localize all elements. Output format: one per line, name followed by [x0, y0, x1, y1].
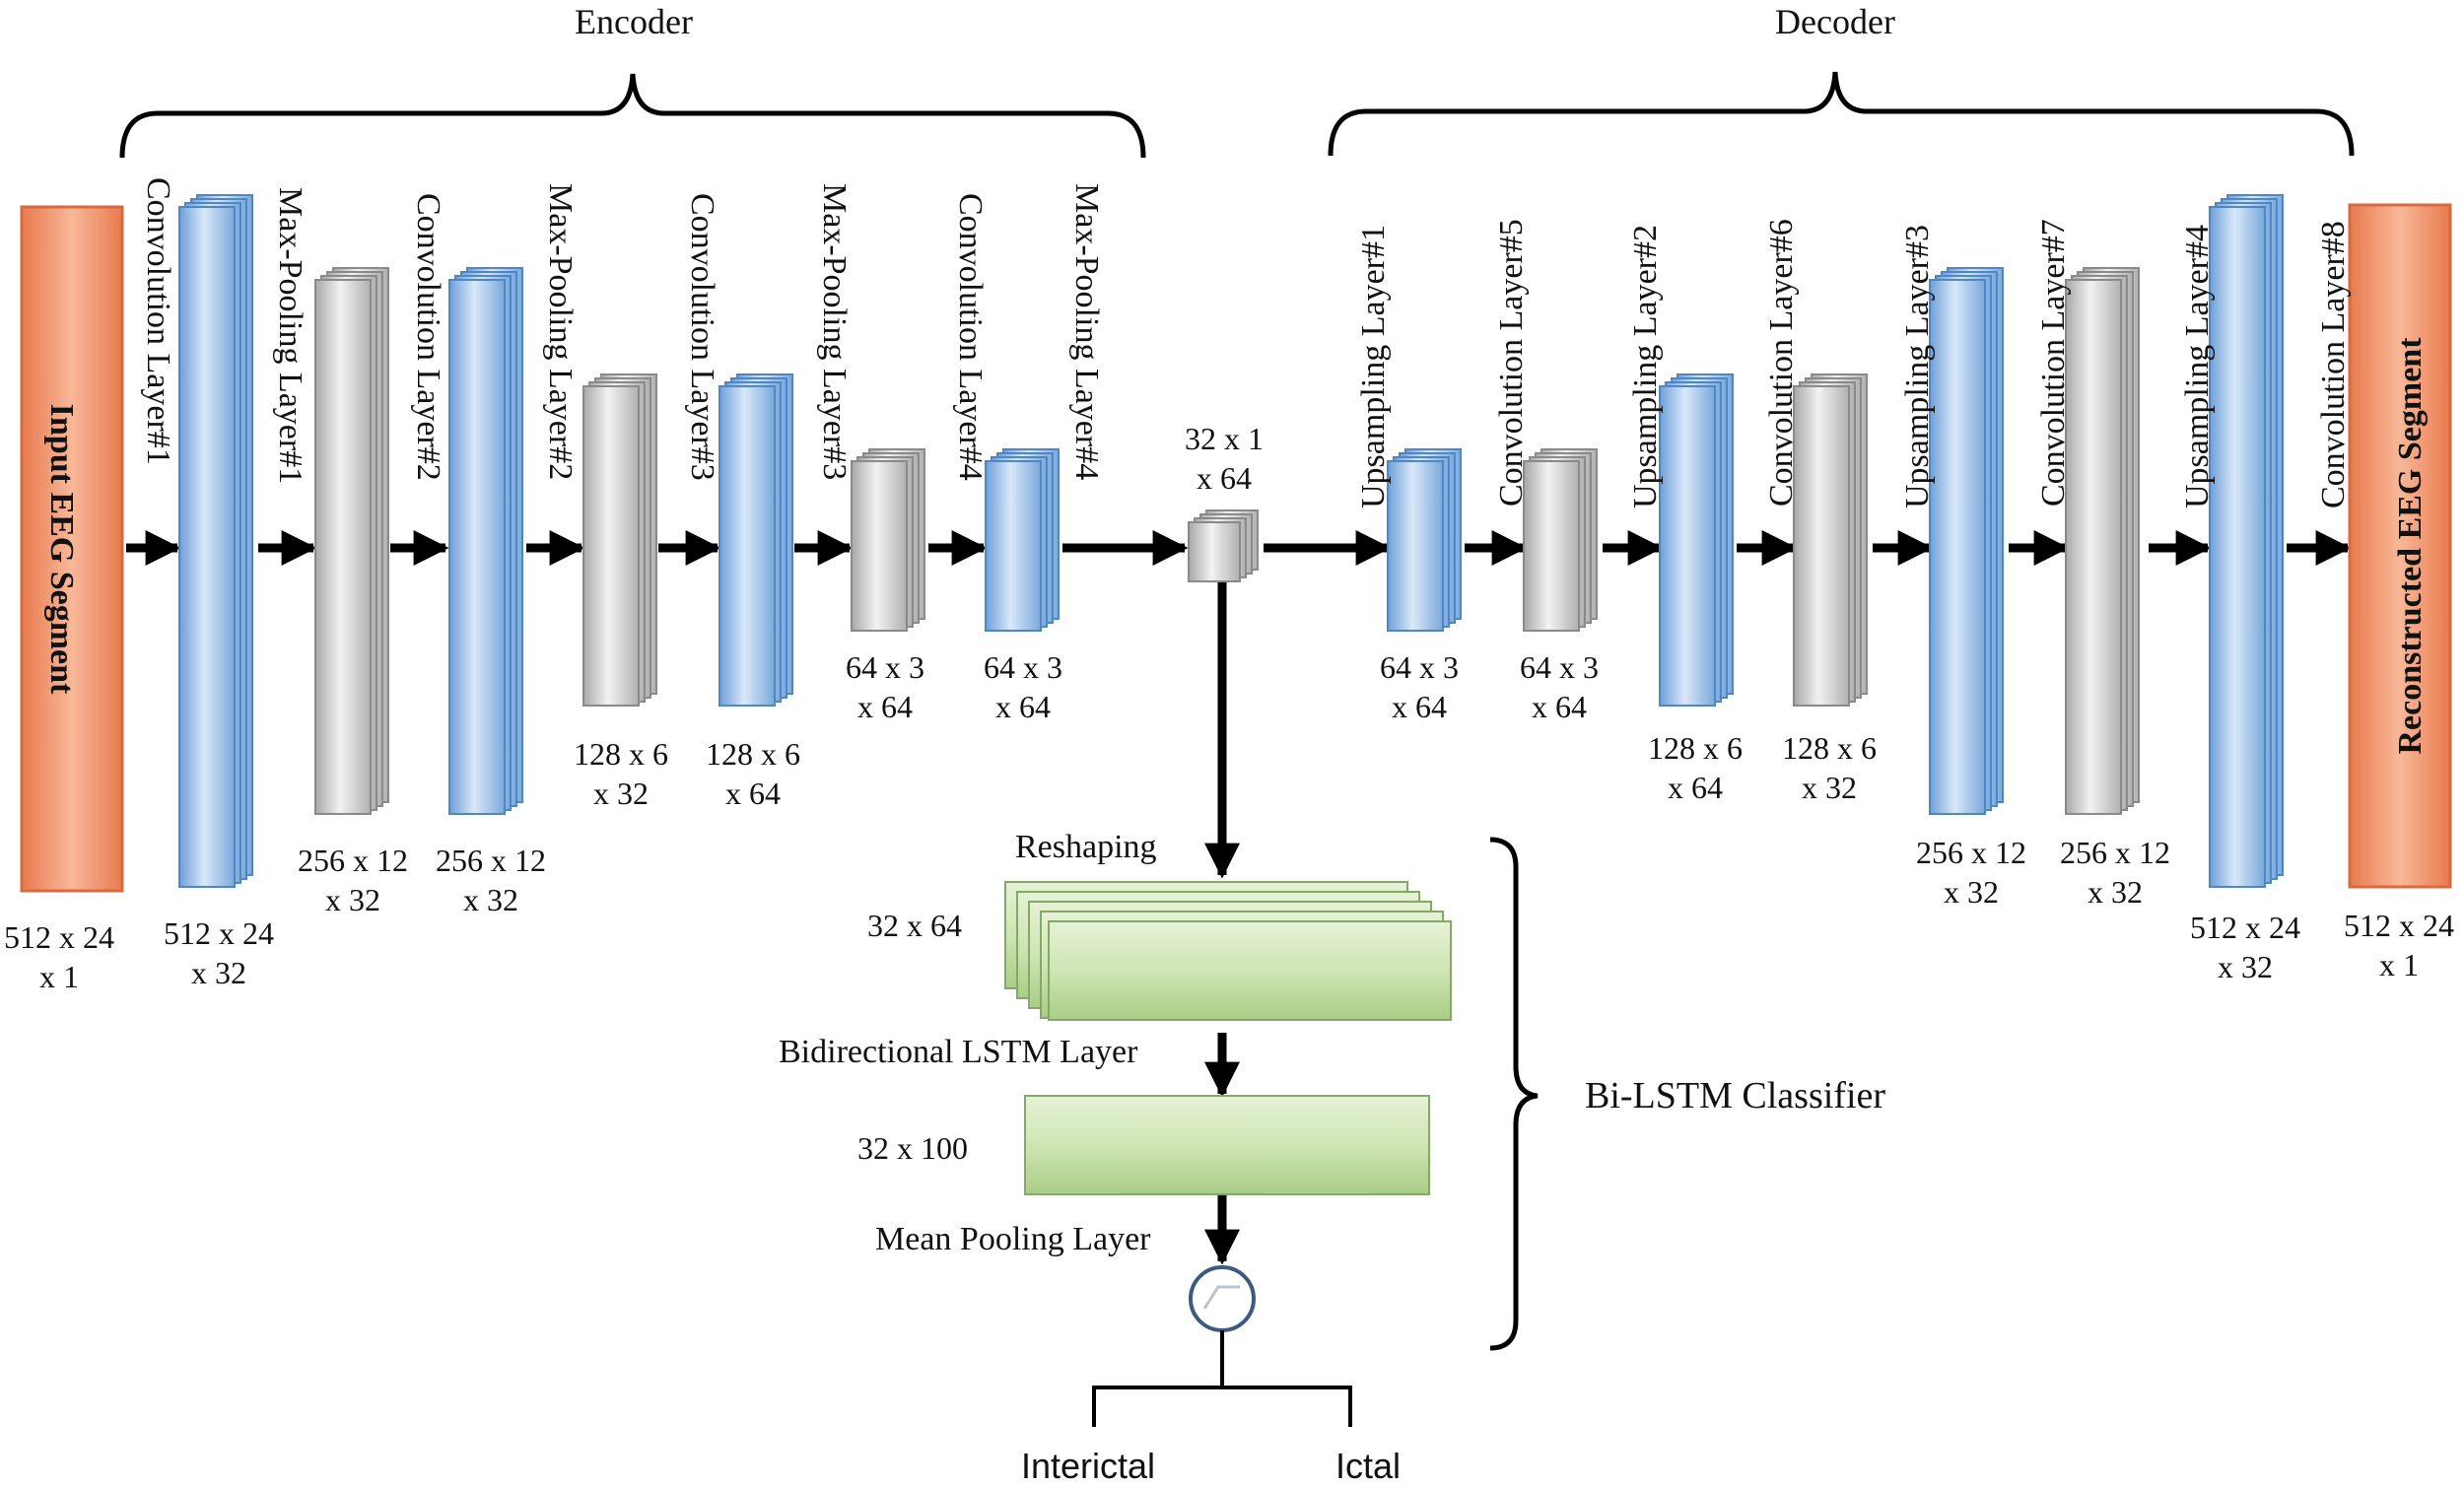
- reshape-dims: 32 x 64: [867, 908, 962, 943]
- mean-pool-node: [1189, 1265, 1256, 1332]
- encoder-label-4: Max-Pooling Layer#2: [542, 183, 579, 480]
- input-label: Input EEG Segment: [43, 404, 80, 695]
- bottleneck-block: [1188, 509, 1259, 582]
- encoder-layer-1: [178, 194, 253, 888]
- decoder-label-2: Convolution Layer#5: [1493, 219, 1530, 507]
- encoder-label-5: Convolution Layer#3: [684, 193, 720, 481]
- decoder-label-8: Convolution Layer#8: [2315, 221, 2352, 508]
- encoder-layer-5: [719, 373, 793, 707]
- encoder-layer-4: [582, 373, 657, 707]
- reshaping-stack: [1004, 881, 1452, 1021]
- output-interictal: Interictal: [1021, 1446, 1155, 1486]
- decoder-layer-2: [1523, 448, 1598, 632]
- decoder-label-1: Upsampling Layer#1: [1355, 225, 1392, 508]
- bilstm-label: Bidirectional LSTM Layer: [779, 1034, 1138, 1070]
- bilstm-block: [1024, 1095, 1430, 1195]
- output-block: Reconstructed EEG Segment: [2348, 203, 2452, 889]
- encoder-label-8: Max-Pooling Layer#4: [1068, 183, 1105, 480]
- encoder-layer-2: [314, 267, 389, 815]
- decoder-layer-5: [1929, 267, 2004, 815]
- decoder-layer-4: [1793, 373, 1868, 707]
- encoder-layer-6: [851, 448, 925, 632]
- layer-labels: Convolution Layer#1 Max-Pooling Layer#1 Co…: [140, 177, 2352, 508]
- decoder-label-5: Upsampling Layer#3: [1899, 225, 1936, 508]
- input-block: Input EEG Segment: [20, 205, 124, 893]
- decoder-label-7: Upsampling Layer#4: [2179, 225, 2216, 508]
- decoder-layer-7: [2209, 194, 2284, 888]
- output-ictal: Ictal: [1335, 1446, 1401, 1486]
- decoder-layer-3: [1659, 373, 1734, 707]
- layer-stacks: [178, 194, 2284, 888]
- decoder-layer-6: [2065, 267, 2140, 815]
- decoder-title: Decoder: [1775, 2, 1895, 41]
- output-split: [1092, 1330, 1352, 1427]
- bilstm-dims: 32 x 100: [857, 1130, 968, 1166]
- meanpool-label: Mean Pooling Layer: [875, 1221, 1151, 1257]
- main-flow-arrows: [126, 530, 2352, 1265]
- brace-decoder: [1328, 71, 2355, 157]
- brace-encoder: [119, 73, 1146, 159]
- encoder-layer-7: [985, 448, 1060, 632]
- encoder-label-1: Convolution Layer#1: [140, 177, 176, 465]
- encoder-label-6: Max-Pooling Layer#3: [816, 183, 853, 480]
- encoder-label-7: Convolution Layer#4: [952, 193, 989, 481]
- classifier-title: Bi-LSTM Classifier: [1585, 1075, 1885, 1116]
- encoder-label-3: Convolution Layer#2: [410, 193, 446, 481]
- decoder-label-4: Convolution Layer#6: [1763, 219, 1800, 507]
- encoder-layer-3: [448, 267, 523, 815]
- output-label: Reconstructed EEG Segment: [2392, 337, 2429, 755]
- reshaping-label: Reshaping: [1015, 829, 1157, 865]
- decoder-label-6: Convolution Layer#7: [2035, 219, 2072, 507]
- brace-classifier: [1489, 837, 1539, 1351]
- decoder-layer-1: [1387, 448, 1462, 632]
- decoder-label-3: Upsampling Layer#2: [1627, 225, 1664, 508]
- encoder-title: Encoder: [575, 2, 693, 41]
- encoder-label-2: Max-Pooling Layer#1: [272, 187, 308, 484]
